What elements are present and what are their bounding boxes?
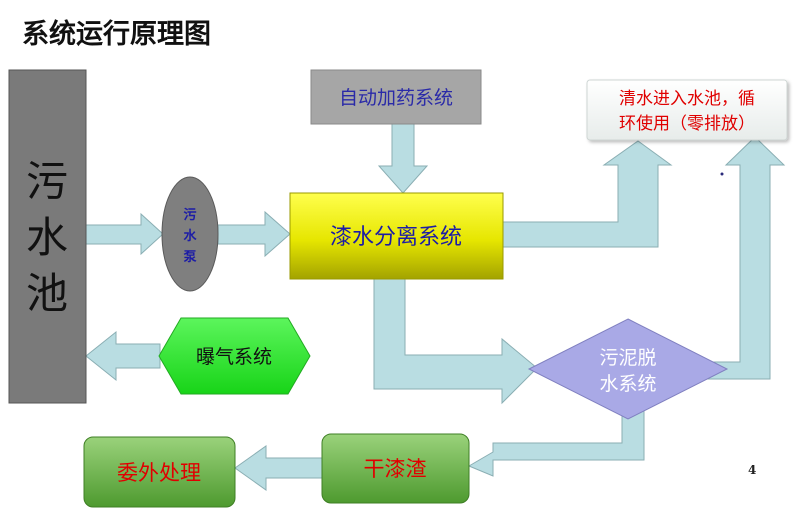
separation-label: 漆水分离系统 [330,225,462,250]
arrow-dosing-to-separation [377,123,429,194]
sewage-pump-label-1: 污 [183,207,196,223]
stray-dot [720,172,724,176]
sewage-pump-label-3: 泵 [183,250,196,265]
clear-water-node: 清水进入水池，循 环使用（零排放） [586,79,788,141]
sludge-label-2: 水系统 [599,373,656,395]
arrow-residue-to-outsourced [234,445,323,491]
auto-dosing-node: 自动加药系统 [310,69,482,125]
aeration-label: 曝气系统 [196,346,272,368]
sewage-pool-node: 污 水 池 [8,69,87,404]
arrow-sludge-to-residue [467,409,645,477]
page-title: 系统运行原理图 [22,19,211,50]
arrow-pool-to-pump [85,212,164,256]
clear-water-label-1: 清水进入水池，循 [619,89,755,109]
aeration-node: 曝气系统 [158,317,311,395]
arrow-pump-to-separation [217,210,291,258]
outsourced-treatment-node: 委外处理 [83,436,236,508]
sewage-pump-label-2: 水 [183,228,197,244]
sludge-dewatering-node: 污泥脱 水系统 [527,318,729,420]
sewage-pool-label-3: 池 [26,269,68,318]
outsourced-label: 委外处理 [117,461,201,485]
sewage-pump-node: 污 水 泵 [161,176,219,292]
clear-water-label-2: 环使用（零排放） [619,113,755,134]
page-number: 4 [748,463,757,477]
sewage-pool-label-1: 污 [26,157,68,206]
sewage-pool-label-2: 水 [26,213,68,262]
arrow-separation-to-sludge [373,278,538,405]
paint-water-separation-node: 漆水分离系统 [289,192,504,280]
auto-dosing-label: 自动加药系统 [339,87,453,109]
arrow-sludge-to-clear [697,136,786,380]
dry-paint-residue-node: 干漆渣 [321,433,470,504]
arrow-aeration-to-pool [85,330,161,382]
sludge-label-1: 污泥脱 [599,347,656,369]
arrow-separation-to-clear [502,140,673,248]
dry-residue-label: 干漆渣 [364,457,427,481]
